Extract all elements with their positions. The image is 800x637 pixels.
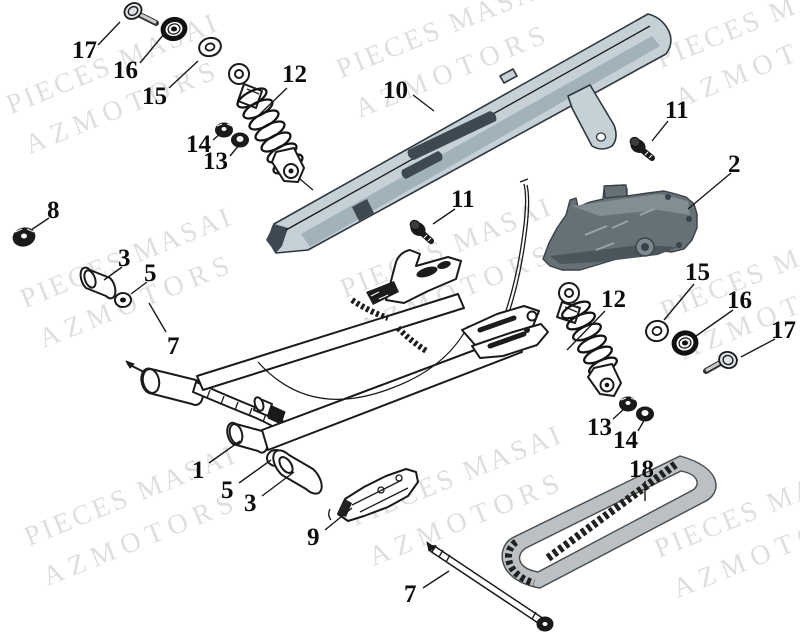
leader-line-7	[422, 570, 450, 589]
drive-chain	[501, 455, 717, 589]
shock-absorber-right	[556, 282, 622, 397]
leader-line-17	[740, 338, 776, 358]
leader-line-1	[208, 440, 241, 464]
pivot-axle	[426, 541, 554, 632]
bolt-11-top	[629, 136, 655, 161]
bolt-17-right	[703, 350, 738, 374]
leader-line-11	[651, 120, 669, 142]
leader-line-15	[168, 60, 199, 89]
nut-8	[12, 227, 36, 247]
shock-absorber-left	[228, 63, 314, 191]
bolt-17-top-left	[123, 2, 159, 26]
leader-line-15	[663, 283, 695, 321]
leader-line-13	[229, 143, 241, 157]
leader-line-14	[212, 132, 222, 141]
washer-13-left	[231, 132, 249, 148]
spacer-3-bottom	[272, 449, 323, 495]
nut-13-right	[619, 396, 637, 412]
leader-line-12	[259, 87, 288, 115]
washer-16-top-left	[160, 16, 188, 42]
leader-line-14	[637, 416, 647, 432]
swingarm-lower-tube	[261, 335, 523, 451]
leader-line-9	[324, 507, 353, 531]
leader-line-7	[148, 302, 167, 333]
leader-line-12	[566, 310, 606, 351]
chain-guard	[266, 13, 672, 254]
chain-slider	[328, 468, 419, 522]
washer-15-top-left	[198, 36, 222, 58]
bushing-3-top	[79, 266, 117, 300]
oring-5-top	[114, 292, 132, 308]
leader-line-3	[261, 471, 295, 497]
leader-line-2	[687, 172, 732, 210]
leader-line-8	[30, 217, 50, 231]
leader-line-5	[130, 281, 148, 295]
chain-guard-bracket	[542, 184, 698, 271]
leader-line-13	[612, 407, 626, 420]
washer-15-right	[645, 319, 669, 343]
leader-line-16	[695, 309, 734, 337]
leader-line-16	[139, 33, 165, 64]
swingarm	[125, 178, 549, 454]
leader-line-17	[97, 21, 121, 46]
washer-14-right	[636, 406, 654, 422]
leader-line-10	[412, 94, 435, 112]
leader-line-5	[238, 459, 272, 484]
leader-line-11	[432, 208, 456, 225]
shock-spring-right	[561, 300, 618, 376]
leader-line-3	[103, 266, 123, 281]
bolt-11-middle	[409, 219, 434, 244]
washer-16-right	[671, 330, 699, 356]
swingarm-upper-tube	[196, 293, 465, 391]
guard-bracket-hole	[595, 132, 607, 142]
